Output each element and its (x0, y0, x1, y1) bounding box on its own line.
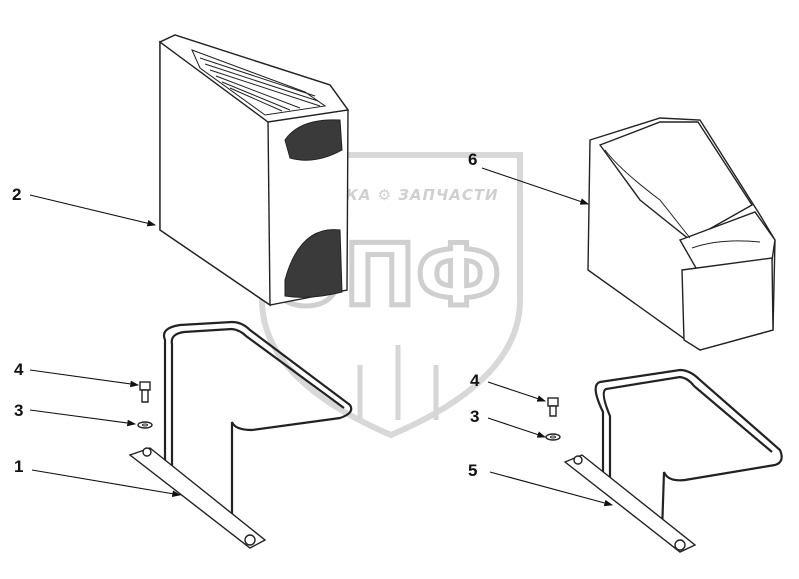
callout-2: 2 (12, 185, 21, 204)
watermark-shield (259, 152, 523, 439)
callout-5: 5 (468, 461, 477, 480)
callout-6: 6 (468, 150, 477, 169)
callout-4-left: 4 (14, 360, 24, 379)
callout-3-left: 3 (14, 401, 23, 420)
callout-3-right: 3 (470, 407, 479, 426)
part-1-bracket (128, 320, 353, 549)
watermark-wheat-icon (357, 345, 439, 420)
callout-labels: 1 2 3 4 3 4 5 6 (12, 150, 480, 480)
fastener-bolt-left (139, 381, 151, 403)
callout-4-right: 4 (470, 371, 480, 390)
part-5-bracket (563, 368, 783, 553)
part-2-housing (158, 34, 350, 307)
part-6-box (587, 117, 776, 351)
fastener-washer-right (545, 433, 561, 441)
callout-1: 1 (14, 457, 23, 476)
fastener-bolt-right (547, 397, 559, 417)
leader-lines (29, 167, 614, 507)
fastener-washer-left (137, 421, 153, 429)
